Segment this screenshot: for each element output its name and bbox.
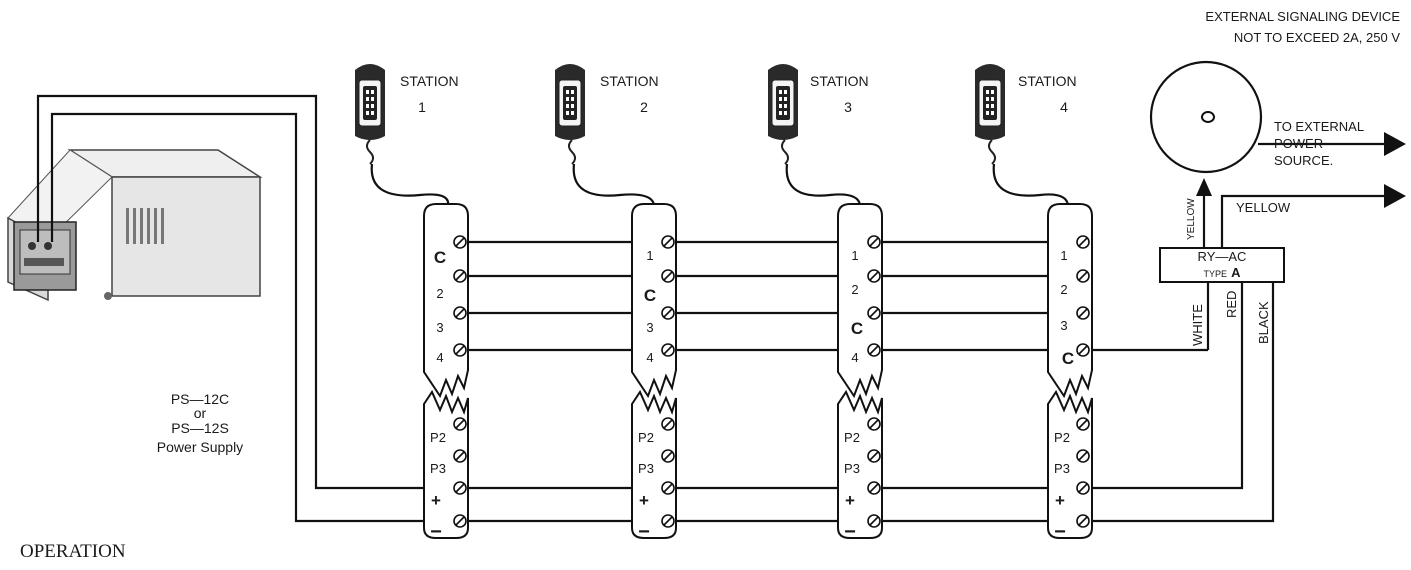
station-4-title: STATION (1018, 73, 1077, 89)
power-terminal-label: − (638, 521, 650, 543)
telephone-icon (555, 64, 585, 165)
station-2-title: STATION (600, 73, 659, 89)
telephone-icon (768, 64, 798, 165)
power-terminal-label: + (845, 491, 855, 510)
terminal-screws (453, 235, 1090, 528)
station-cord (370, 163, 450, 206)
black-wire-label: BLACK (1256, 301, 1271, 344)
power-supply-caption: Power Supply (157, 439, 243, 455)
yellow-wire-vertical-label: YELLOW (1186, 198, 1197, 240)
power-terminal-label: P3 (1054, 461, 1070, 476)
power-terminal-label: + (639, 491, 649, 510)
terminal-label: 2 (1060, 282, 1067, 297)
terminal-label: C (851, 319, 863, 338)
terminal-label: C (1062, 349, 1074, 368)
positive-wire (36, 94, 1083, 490)
power-terminal-label: + (431, 491, 441, 510)
signal-device-title: EXTERNAL SIGNALING DEVICE (1205, 9, 1400, 24)
station-1 (355, 64, 469, 539)
power-terminal-label: − (844, 521, 856, 543)
section-heading: OPERATION (20, 541, 126, 562)
yellow-wire-horizontal (1220, 194, 1384, 248)
signal-device-rating: NOT TO EXCEED 2A, 250 V (1234, 30, 1401, 45)
power-terminal-label: P2 (844, 430, 860, 445)
station-1-number: 1 (418, 99, 426, 115)
terminal-label: C (644, 286, 656, 305)
arrow-up-icon (1196, 178, 1212, 196)
terminal-label: C (434, 248, 446, 267)
station-cord (785, 163, 862, 206)
power-terminal-label: P2 (1054, 430, 1070, 445)
terminal-strip-upper (837, 203, 883, 399)
telephone-icon (355, 64, 385, 165)
power-terminal-label: − (1054, 521, 1066, 543)
station-cord (572, 163, 656, 206)
external-power-line-3: SOURCE. (1274, 153, 1333, 168)
power-supply-model-1: PS—12C (171, 391, 229, 407)
terminal-label: 4 (436, 350, 443, 365)
terminal-label: 4 (646, 350, 653, 365)
terminal-label: 3 (646, 320, 653, 335)
station-2 (555, 64, 677, 539)
power-terminal-label: P2 (430, 430, 446, 445)
station-3-number: 3 (844, 99, 852, 115)
station-cord (992, 163, 1070, 206)
telephone-icon (975, 64, 1005, 165)
yellow-wire-label: YELLOW (1236, 200, 1291, 215)
white-wire-label: WHITE (1190, 304, 1205, 346)
arrow-right-icon (1384, 132, 1406, 156)
external-signaling-device (1149, 60, 1263, 174)
power-terminal-label: + (1055, 491, 1065, 510)
relay-model: RY—AC (1198, 249, 1247, 264)
power-supply-model-2: PS—12S (171, 420, 229, 436)
power-terminal-label: P2 (638, 430, 654, 445)
external-power-line-2: POWER (1274, 136, 1323, 151)
station-1-title: STATION (400, 73, 459, 89)
relay-type-prefix: TYPE (1204, 269, 1228, 279)
station-4-number: 4 (1060, 99, 1068, 115)
arrow-right-icon (1384, 184, 1406, 208)
station-3 (768, 64, 883, 539)
power-terminal-label: − (430, 521, 442, 543)
terminal-strip-upper (423, 203, 469, 399)
terminal-label: 3 (1060, 318, 1067, 333)
station-2-number: 2 (640, 99, 648, 115)
station-3-title: STATION (810, 73, 869, 89)
power-terminal-label: P3 (844, 461, 860, 476)
red-wire (1083, 282, 1244, 490)
relay-type-value: A (1231, 265, 1241, 280)
terminal-label: 1 (646, 248, 653, 263)
negative-wire (50, 112, 1275, 523)
terminal-label: 2 (851, 282, 858, 297)
power-supply-or: or (194, 405, 207, 421)
terminal-label: 2 (436, 286, 443, 301)
external-power-line-1: TO EXTERNAL (1274, 119, 1364, 134)
power-terminal-label: P3 (430, 461, 446, 476)
terminal-label: 4 (851, 350, 858, 365)
red-wire-label: RED (1224, 291, 1239, 318)
power-terminal-label: P3 (638, 461, 654, 476)
relay-box (1159, 247, 1285, 283)
station-4 (975, 64, 1093, 539)
terminal-label: 1 (1060, 248, 1067, 263)
terminal-label: 3 (436, 320, 443, 335)
power-supply-unit (7, 149, 263, 302)
terminal-label: 1 (851, 248, 858, 263)
